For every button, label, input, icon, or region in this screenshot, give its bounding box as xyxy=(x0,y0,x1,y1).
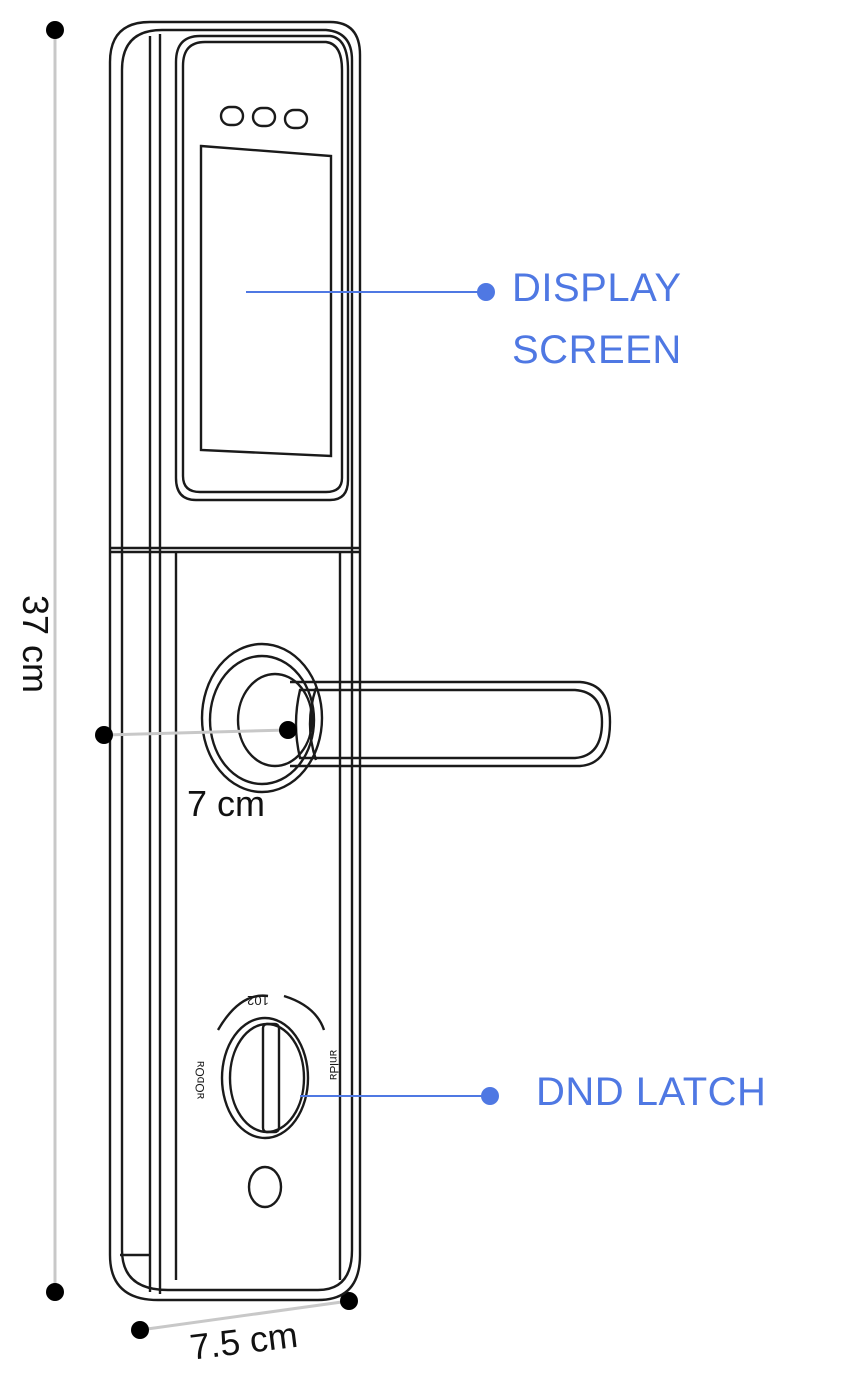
height-bottom-dot xyxy=(46,1283,64,1301)
handle-rosette xyxy=(200,642,324,794)
sensor-3 xyxy=(283,108,309,130)
handle-dimension-label: 7 cm xyxy=(187,783,266,824)
dial-right-text: ᴚnlԀᴚ xyxy=(327,1050,341,1080)
keyhole xyxy=(247,1165,283,1209)
lock-body xyxy=(108,20,362,1302)
height-top-dot xyxy=(46,21,64,39)
display-label-line2: SCREEN xyxy=(512,328,682,372)
width-right-dot xyxy=(340,1292,358,1310)
display-screen-label: DISPLAY SCREEN xyxy=(512,257,682,381)
handle-dimension-line xyxy=(103,728,289,737)
sensor-dots xyxy=(219,105,309,130)
handle-left-dot xyxy=(95,726,113,744)
width-left-dot xyxy=(131,1321,149,1339)
sensor-1 xyxy=(219,105,245,127)
door-handle xyxy=(290,680,612,768)
dnd-callout-dot xyxy=(481,1087,499,1105)
sensor-2 xyxy=(251,106,277,128)
dnd-latch xyxy=(216,994,326,1140)
display-label-line1: DISPLAY xyxy=(512,266,682,310)
height-dimension-label: 37 cm xyxy=(15,595,56,694)
display-screen xyxy=(199,144,333,458)
width-dimension-line xyxy=(139,1299,350,1332)
dial-top-text: 102 xyxy=(247,993,269,1008)
dial-left-text: ᴚOᴅOᴚ xyxy=(193,1061,207,1099)
display-callout-dot xyxy=(477,283,495,301)
handle-right-dot xyxy=(279,721,297,739)
dnd-latch-label: DND LATCH xyxy=(536,1070,767,1114)
